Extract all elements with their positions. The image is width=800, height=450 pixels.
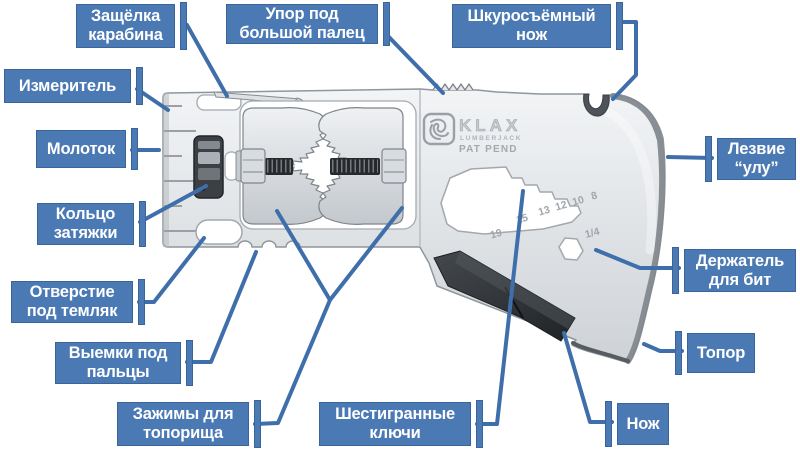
label-tightening-ring-text: затяжки [53, 224, 118, 242]
brand-name: KLAX [459, 116, 521, 135]
label-bit-holder-text: Держатель [695, 251, 785, 270]
label-finger-grooves-bar [186, 340, 193, 386]
lanyard-hole [195, 219, 243, 245]
leader-axe [642, 342, 684, 353]
label-axe-text: Топор [696, 343, 746, 362]
hex-size-10: 10 [571, 194, 586, 209]
blade-highlight [603, 107, 657, 255]
leader-handle-clamps [253, 209, 332, 426]
ruler-ticks [164, 105, 196, 232]
patent-text: PAT PEND [459, 144, 518, 155]
label-carabiner-latch-text: Защёлка [90, 7, 161, 25]
label-thumb-rest-text: большой палец [239, 24, 365, 42]
label-hammer-text: Молоток [46, 139, 116, 158]
label-handle-clamps-text: топорища [143, 424, 223, 442]
label-handle-clamps-bar [254, 400, 261, 448]
brand-engraving: KLAX LUMBERJACK PAT PEND [422, 112, 522, 155]
leader-finger-grooves [185, 250, 258, 364]
brand-sub: LUMBERJACK [460, 135, 522, 142]
label-bit-holder-bar [672, 247, 679, 294]
hex-nut-left [240, 148, 266, 184]
hex-size-8: 8 [590, 190, 599, 203]
label-skinning-knife-text: нож [516, 26, 547, 44]
label-measurer-text: Измеритель [18, 76, 117, 95]
leader-handle-clamps [328, 206, 404, 302]
label-skinning-knife-text: Шкуросъёмный [467, 7, 596, 25]
label-hex-keys-text: Шестигранные [335, 405, 455, 423]
label-skinning-knife-bar [616, 2, 623, 50]
hex-size-19: 19 [489, 227, 504, 242]
label-hammer-bar [131, 128, 138, 170]
label-finger-grooves-text: пальцы [86, 363, 150, 381]
leader-lines [130, 20, 714, 426]
knife-bevel [433, 250, 576, 342]
thread-left [265, 158, 293, 175]
label-carabiner-latch-text: карабина [88, 26, 163, 44]
hex-nut-right [381, 148, 407, 184]
ulu-edge-rim [610, 93, 666, 364]
label-ulu-blade-bar [705, 136, 712, 182]
label-lanyard-hole-text: под темляк [26, 302, 118, 320]
label-thumb-rest-bar [383, 2, 390, 46]
label-hammer: Молоток [36, 130, 126, 168]
hammer-face [163, 93, 169, 247]
leader-thumb-rest [384, 32, 445, 95]
label-ulu-blade: Лезвие“улу” [717, 138, 796, 180]
brand-logo-icon [422, 112, 456, 146]
label-axe: Топор [687, 333, 755, 373]
label-hex-keys-text: ключи [369, 424, 421, 442]
label-finger-grooves-text: Выемки под [68, 344, 168, 362]
leader-bit-holder [594, 248, 681, 270]
label-bit-holder-text: для бит [708, 270, 772, 289]
label-measurer: Измеритель [4, 69, 131, 103]
clamp-bolts [224, 148, 407, 184]
leader-ulu-blade [666, 155, 714, 160]
label-knife-text: Нож [626, 414, 660, 433]
label-lanyard-hole-bar [138, 279, 145, 325]
label-hex-keys-bar [476, 400, 483, 448]
leader-skinning-knife [611, 20, 638, 101]
label-axe-bar [675, 331, 682, 375]
label-tightening-ring-bar [139, 201, 146, 247]
label-tightening-ring-text: Кольцо [55, 205, 116, 223]
tightening-ring [193, 135, 224, 199]
label-measurer-bar [136, 67, 143, 105]
label-carabiner-latch-bar [180, 2, 187, 50]
label-ulu-blade-text: Лезвие [727, 140, 786, 158]
label-knife-bar [605, 401, 612, 447]
hex-size-12: 12 [554, 199, 569, 214]
label-thumb-rest-text: Упор под [265, 5, 339, 23]
leader-carabiner-latch [185, 23, 229, 98]
bit-size-label: 1/4 [584, 225, 601, 240]
label-ulu-blade-text: “улу” [734, 159, 779, 177]
skinning-notch [583, 93, 610, 117]
leader-knife [562, 331, 614, 424]
hex-wrench-cutout [440, 166, 582, 235]
label-knife: Нож [617, 403, 669, 445]
label-lanyard-hole-text: Отверстие [29, 283, 115, 301]
hex-size-13: 13 [537, 204, 552, 219]
heel-edge-rim [571, 341, 630, 363]
label-handle-clamps-text: Зажимы для [132, 405, 234, 423]
leader-hex-keys [475, 189, 525, 426]
leader-tightening-ring [138, 184, 208, 224]
bit-holder-hex [558, 237, 584, 261]
